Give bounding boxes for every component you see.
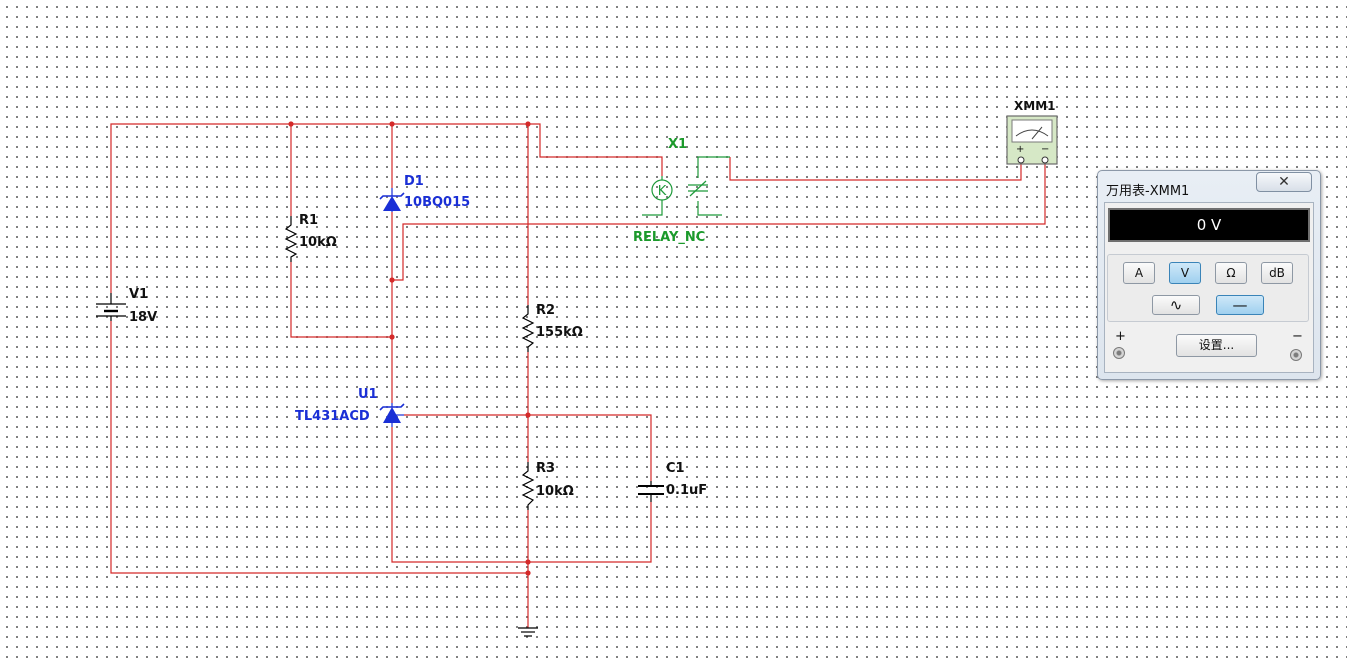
dc-mode-button[interactable]: — (1216, 295, 1264, 315)
multimeter-body: 0 V A V Ω dB ∿ — 设置... + − (1104, 202, 1314, 373)
settings-button[interactable]: 设置... (1176, 334, 1257, 357)
c1-label: C1 (666, 461, 685, 476)
wires (110, 123, 1046, 628)
resistor-r3[interactable]: R3 10kΩ (521, 461, 574, 510)
u1-label: U1 (358, 387, 378, 402)
mode-ammeter-button[interactable]: A (1123, 262, 1155, 284)
ac-mode-button[interactable]: ∿ (1152, 295, 1200, 315)
ground-icon (518, 627, 538, 637)
r2-value: 155kΩ (536, 325, 583, 340)
positive-terminal-label: + (1115, 329, 1126, 344)
multimeter-window-title: 万用表-XMM1 (1106, 184, 1190, 199)
close-button[interactable]: ✕ (1256, 172, 1312, 192)
negative-terminal-label: − (1292, 329, 1303, 344)
relay-coil-symbol: K (658, 184, 667, 199)
junctions (288, 121, 531, 576)
multimeter-display: 0 V (1108, 208, 1310, 242)
multimeter-titlebar[interactable]: 万用表-XMM1 ✕ (1098, 171, 1320, 201)
multimeter-controls: A V Ω dB ∿ — (1107, 254, 1309, 322)
capacitor-c1[interactable]: C1 0.1uF (638, 461, 707, 502)
battery-v1[interactable]: V1 18V (96, 287, 157, 325)
xmm1-label: XMM1 (1014, 99, 1055, 113)
r3-label: R3 (536, 461, 555, 476)
d1-value: 10BQ015 (404, 195, 470, 210)
relay-x1[interactable]: K X1 RELAY_NC (633, 137, 730, 245)
resistor-r2[interactable]: R2 155kΩ (521, 303, 583, 352)
d1-label: D1 (404, 174, 424, 189)
close-icon: ✕ (1278, 174, 1290, 190)
resistor-r1[interactable]: R1 10kΩ (284, 213, 337, 262)
positive-terminal-icon[interactable] (1113, 347, 1125, 359)
zener-diode-d1[interactable]: D1 10BQ015 (379, 174, 470, 212)
c1-value: 0.1uF (666, 483, 707, 498)
r3-value: 10kΩ (536, 484, 574, 499)
mode-decibel-button[interactable]: dB (1261, 262, 1293, 284)
xmm1-plus: + (1016, 144, 1024, 155)
shunt-regulator-u1[interactable]: U1 TL431ACD (295, 387, 405, 427)
u1-value: TL431ACD (295, 409, 370, 424)
v1-label: V1 (129, 287, 148, 302)
xmm1-minus: − (1041, 144, 1049, 155)
mode-voltmeter-button[interactable]: V (1169, 262, 1201, 284)
dc-line-icon: — (1232, 296, 1248, 314)
r1-label: R1 (299, 213, 318, 228)
x1-label: X1 (668, 137, 687, 152)
multimeter-window[interactable]: 万用表-XMM1 ✕ 0 V A V Ω dB ∿ — 设置... + − (1097, 170, 1321, 380)
sine-wave-icon: ∿ (1169, 296, 1183, 314)
v1-value: 18V (129, 310, 157, 325)
r1-value: 10kΩ (299, 235, 337, 250)
mode-ohmmeter-button[interactable]: Ω (1215, 262, 1247, 284)
negative-terminal-icon[interactable] (1290, 349, 1302, 361)
r2-label: R2 (536, 303, 555, 318)
multimeter-xmm1[interactable]: XMM1 + − (1006, 99, 1058, 165)
x1-value: RELAY_NC (633, 230, 705, 245)
